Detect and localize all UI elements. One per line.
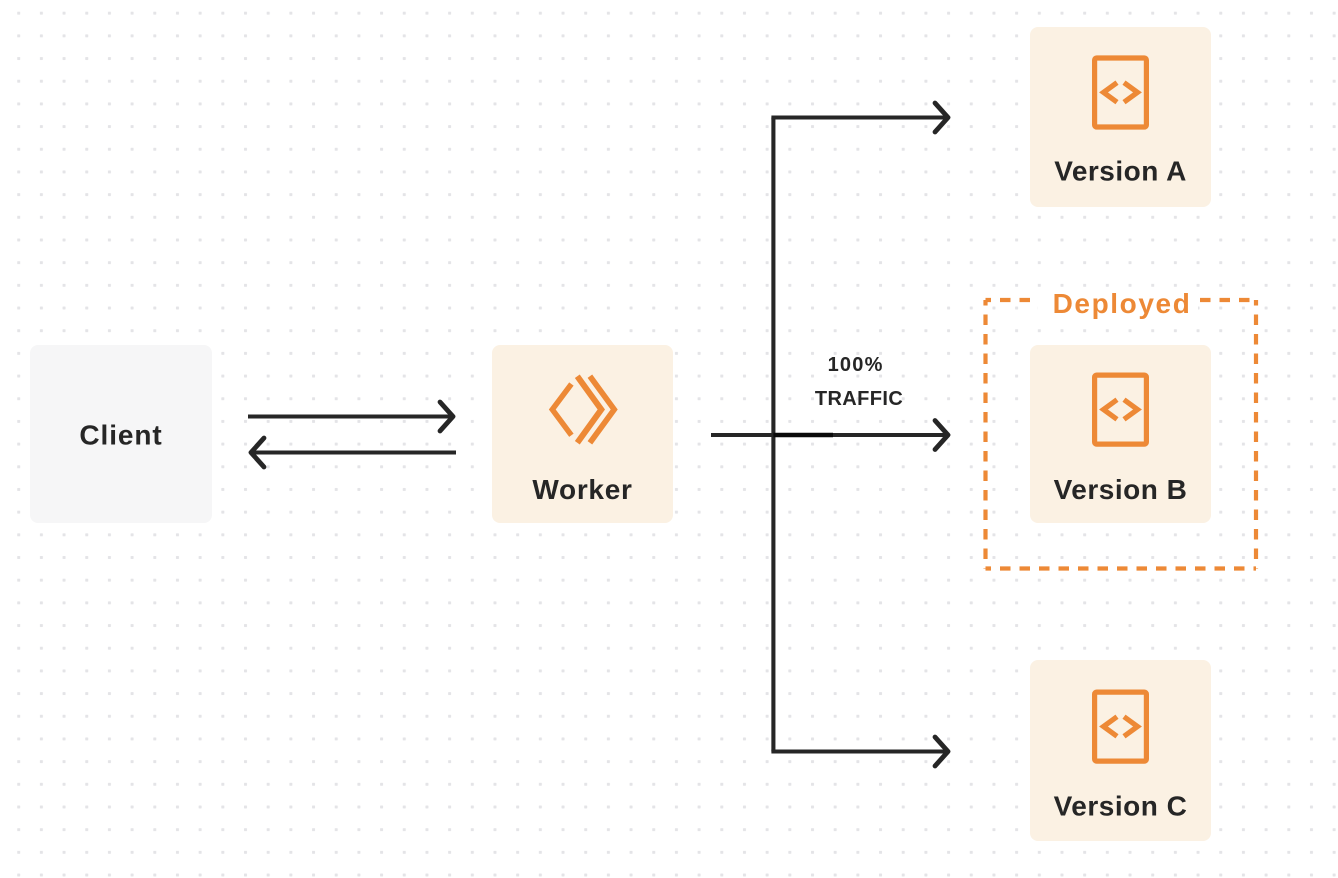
svg-text:100%: 100% [828, 354, 884, 376]
svg-text:Deployed: Deployed [1053, 288, 1192, 319]
svg-text:Version B: Version B [1054, 474, 1188, 505]
svg-text:Worker: Worker [532, 474, 632, 505]
svg-text:Client: Client [79, 420, 162, 451]
svg-text:Version C: Version C [1054, 791, 1188, 822]
svg-text:Version A: Version A [1054, 156, 1187, 187]
svg-text:TRAFFIC: TRAFFIC [815, 388, 903, 410]
